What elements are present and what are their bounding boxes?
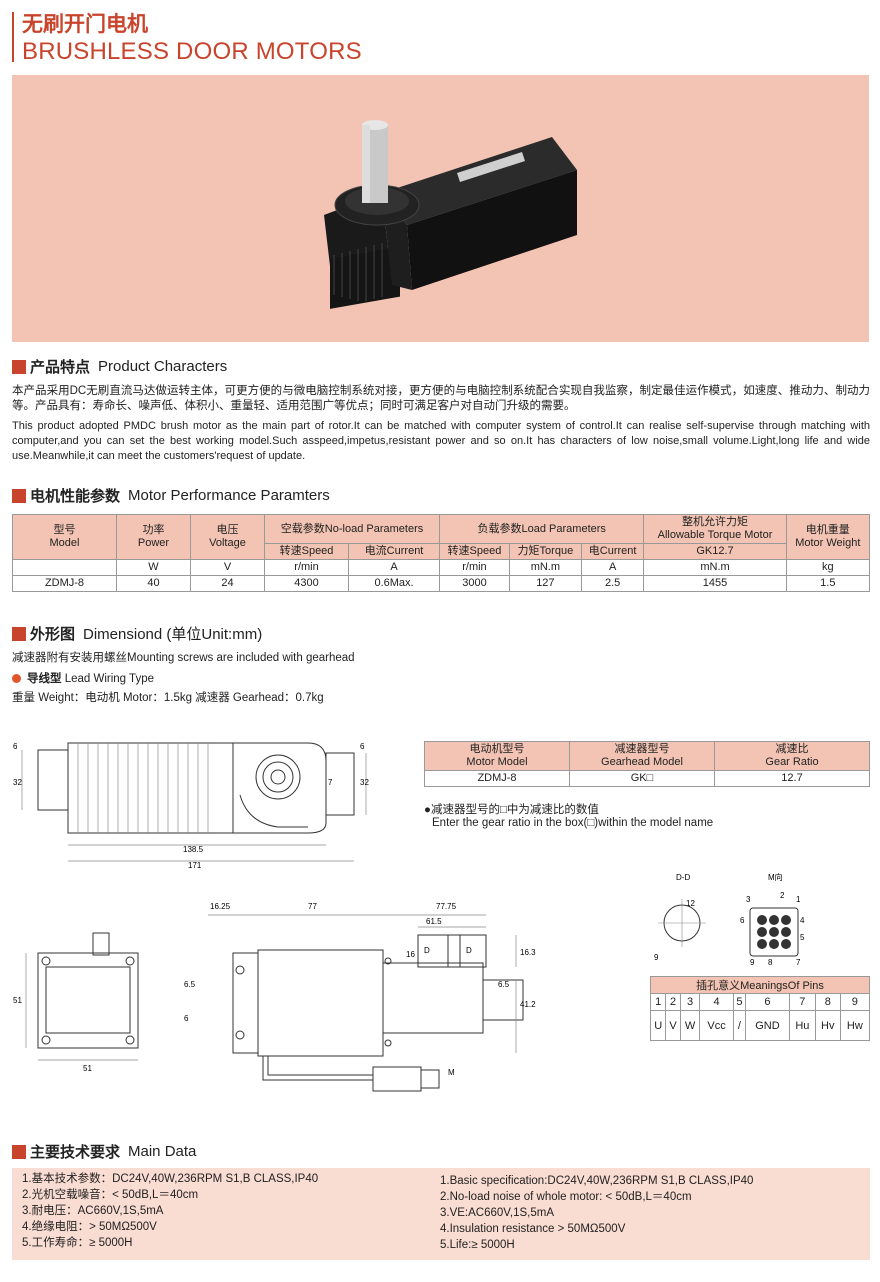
dim-label: 6.5 [184,980,196,989]
dim-label: 6 [13,742,18,751]
table-row: 插孔意义MeaningsOf Pins [650,976,870,994]
product-image-panel [12,75,869,342]
characters-cn-text: 本产品采用DC无刷直流马达做运转主体，可更方便的与微电脑控制系统对接，更方便的与… [12,385,870,412]
top-view-drawing: 6 32 32 7 6 138.5 171 [13,742,369,870]
bullet-dot-icon [12,674,21,683]
dim-label: 6 [184,1014,189,1023]
dim-label: 51 [83,1064,92,1073]
mounting-screws-note: 减速器附有安装用螺丝Mounting screws are included w… [12,652,355,664]
dim-label: 77 [308,902,317,911]
section-marker-icon [12,359,26,374]
section-motor-performance: 电机性能参数 Motor Performance Paramters [12,485,330,506]
dim-label: 32 [13,778,22,787]
main-data-en: 1.Basic specification:DC24V,40W,236RPM S… [440,1175,754,1251]
dim-label: 32 [360,778,369,787]
dim-label: D [466,946,472,955]
main-data-cn: 1.基本技术参数：DC24V,40W,236RPM S1,B CLASS,IP4… [22,1173,319,1249]
weight-line: 重量 Weight：电动机 Motor：1.5kg 减速器 Gearhead：0… [12,692,324,704]
section-product-characters: 产品特点 Product Characters [12,356,227,377]
dim-label: 7 [328,778,333,787]
dim-label: 41.2 [520,1000,536,1009]
svg-text:2: 2 [780,891,785,900]
dim-label: M [448,1068,455,1077]
dim-label: M向 [768,872,783,882]
gear-note-en: Enter the gear ratio in the box(□)within… [432,817,714,829]
svg-text:6: 6 [740,916,745,925]
dim-label: 16 [406,950,415,959]
dim-label: 51 [13,996,22,1005]
dim-label: 171 [188,861,202,870]
dim-label: 9 [654,953,659,962]
section-marker-icon [12,626,26,641]
dim-label: 6 [360,742,365,751]
svg-text:9: 9 [750,958,755,967]
dim-label: 16.3 [520,948,536,957]
dim-label: D [424,946,430,955]
svg-text:1: 1 [796,895,801,904]
gear-note-cn: ●减速器型号的□中为减速比的数值 [424,804,599,816]
connector-m-view: M向 3 2 1 6 4 5 9 8 7 [740,872,805,967]
dim-label: 16.25 [210,902,231,911]
section-marker-icon [12,488,26,503]
table-row: ZDMJ-8 GK□ 12.7 [424,770,870,787]
page-title-en: BRUSHLESS DOOR MOTORS [22,38,362,65]
svg-text:4: 4 [800,916,805,925]
svg-text:7: 7 [796,958,801,967]
page-title-cn: 无刷开门电机 [22,13,148,36]
section-dimensions: 外形图 Dimensiond (单位Unit:mm) [12,623,262,644]
section-marker-icon [12,1144,26,1159]
svg-text:8: 8 [768,958,773,967]
table-row: ZDMJ-8 40 24 4300 0.6Max. 3000 127 2.5 1… [12,575,871,592]
svg-text:3: 3 [746,895,751,904]
side-view-drawing: 16.25 77 77.75 61.5 16 16.3 51 51 6.5 6 … [13,902,536,1092]
dim-label: D-D [676,873,690,882]
dim-label: 12 [686,899,695,908]
dim-label: 6.5 [498,980,510,989]
table-row: W V r/min A r/min mN.m A mN.m kg [12,559,871,576]
lead-wiring-type: 导线型 Lead Wiring Type [12,670,154,686]
dim-label: 77.75 [436,902,457,911]
dim-label: 61.5 [426,917,442,926]
section-main-data: 主要技术要求 Main Data [12,1141,196,1162]
title-accent-bar [12,12,14,62]
dim-label: 138.5 [183,845,204,854]
motor-product-illustration [324,120,577,309]
characters-en-text: This product adopted PMDC brush motor as… [12,420,870,462]
svg-text:5: 5 [800,933,805,942]
shaft-section-drawing: D-D 12 9 [654,873,706,962]
main-data-box: 1.基本技术参数：DC24V,40W,236RPM S1,B CLASS,IP4… [12,1168,870,1260]
